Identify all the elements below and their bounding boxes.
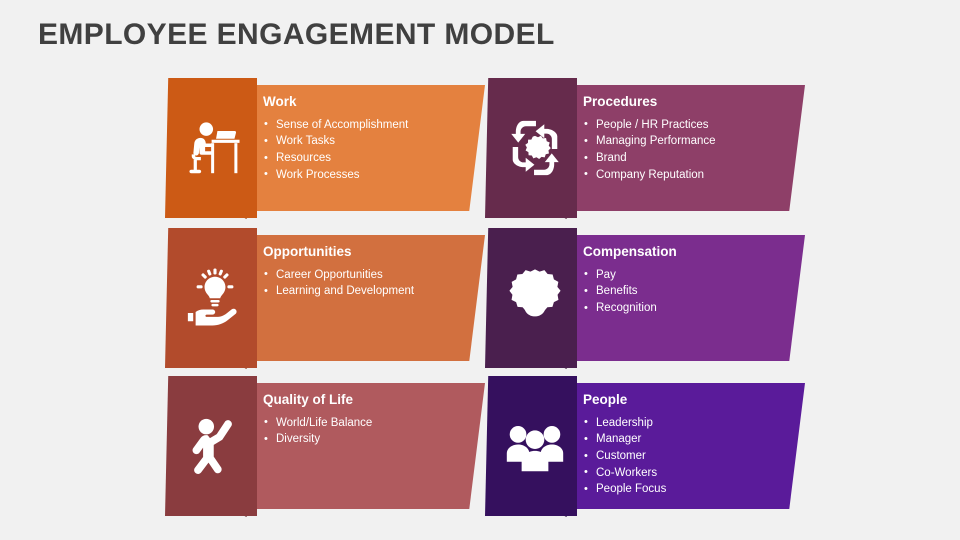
card-title: Opportunities — [263, 244, 352, 259]
card-bullet-list: Career OpportunitiesLearning and Develop… — [263, 266, 478, 300]
card-icon-panel — [485, 376, 577, 516]
card-bullet-list: People / HR PracticesManaging Performanc… — [583, 116, 798, 184]
bullet-item: Career Opportunities — [263, 266, 478, 284]
card-title: Compensation — [583, 244, 677, 259]
card-quality-of-life[interactable]: Quality of LifeWorld/Life BalanceDiversi… — [165, 376, 485, 517]
card-text-block: WorkSense of AccomplishmentWork TasksRes… — [263, 94, 478, 184]
bullet-item: Sense of Accomplishment — [263, 116, 478, 134]
bullet-item: Recognition — [583, 300, 798, 317]
card-title: Quality of Life — [263, 392, 354, 407]
page-title: EMPLOYEE ENGAGEMENT MODEL — [38, 18, 555, 51]
bullet-item: Managing Performance — [583, 133, 798, 150]
bullet-item: Leadership — [583, 414, 798, 432]
card-title: Procedures — [583, 94, 658, 109]
card-icon-panel — [165, 376, 257, 516]
hand-lightbulb-icon — [184, 267, 246, 329]
card-text-block: OpportunitiesCareer OpportunitiesLearnin… — [263, 244, 478, 300]
card-text-block: ProceduresPeople / HR PracticesManaging … — [583, 94, 798, 184]
bullet-item: Manager — [583, 431, 798, 448]
card-title: People — [583, 392, 628, 407]
card-title: Work — [263, 94, 297, 109]
celebrating-person-icon — [184, 415, 246, 477]
bullet-item: Resources — [263, 150, 478, 167]
bullet-item: Benefits — [583, 283, 798, 300]
bullet-item: Work Processes — [263, 166, 478, 184]
card-procedures[interactable]: ProceduresPeople / HR PracticesManaging … — [485, 78, 805, 219]
card-work[interactable]: WorkSense of AccomplishmentWork TasksRes… — [165, 78, 485, 219]
card-people[interactable]: PeopleLeadershipManagerCustomerCo-Worker… — [485, 376, 805, 517]
card-icon-panel — [485, 78, 577, 218]
process-cycle-gear-icon — [504, 117, 566, 179]
bullet-item: World/Life Balance — [263, 414, 478, 432]
card-text-block: CompensationPayBenefitsRecognition — [583, 244, 798, 317]
bullet-item: People Focus — [583, 481, 798, 498]
bullet-item: Learning and Development — [263, 283, 478, 300]
bullet-item: Brand — [583, 150, 798, 167]
bullet-item: Diversity — [263, 431, 478, 448]
card-icon-panel — [165, 78, 257, 218]
card-icon-panel — [165, 228, 257, 368]
bullet-item: Pay — [583, 266, 798, 284]
bullet-item: Work Tasks — [263, 133, 478, 150]
bullet-item: Customer — [583, 448, 798, 465]
money-bag-gear-icon — [504, 267, 566, 329]
bullet-item: Co-Workers — [583, 464, 798, 482]
bullet-item: Company Reputation — [583, 166, 798, 184]
card-bullet-list: LeadershipManagerCustomerCo-WorkersPeopl… — [583, 414, 798, 498]
card-bullet-list: Sense of AccomplishmentWork TasksResourc… — [263, 116, 478, 184]
bullet-item: People / HR Practices — [583, 116, 798, 134]
card-bullet-list: PayBenefitsRecognition — [583, 266, 798, 317]
card-bullet-list: World/Life BalanceDiversity — [263, 414, 478, 448]
card-compensation[interactable]: CompensationPayBenefitsRecognition — [485, 228, 805, 369]
person-at-desk-icon — [184, 117, 246, 179]
card-icon-panel — [485, 228, 577, 368]
card-opportunities[interactable]: OpportunitiesCareer OpportunitiesLearnin… — [165, 228, 485, 369]
card-text-block: Quality of LifeWorld/Life BalanceDiversi… — [263, 392, 478, 448]
card-text-block: PeopleLeadershipManagerCustomerCo-Worker… — [583, 392, 798, 498]
group-of-people-icon — [504, 415, 566, 477]
